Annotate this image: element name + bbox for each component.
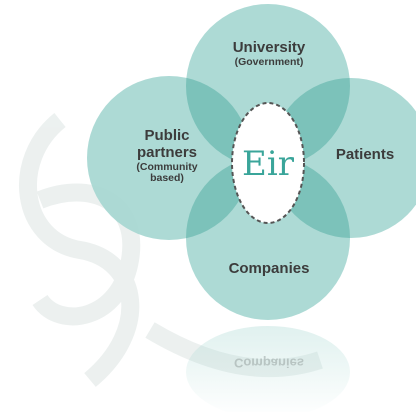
public-subtitle-line1: (Community (136, 160, 198, 173)
patients-title: Patients (335, 146, 395, 163)
overlap-bottom-left (186, 156, 251, 240)
center-ellipse (231, 102, 305, 224)
public-title-line2: partners (136, 143, 198, 161)
companies-label: Companies (205, 260, 333, 278)
eir-logo: Eir (242, 144, 295, 184)
university-title: University (232, 39, 306, 56)
university-label: University (Government) (207, 39, 331, 69)
university-subtitle: (Government) (234, 55, 304, 68)
overlap-bottom-right (271, 156, 350, 238)
patients-label: Patients (330, 146, 400, 164)
public-subtitle-line2: based) (150, 172, 184, 185)
overlap-top-left (186, 76, 251, 168)
companies-reflection-text: Companies (233, 355, 305, 371)
overlap-top-right (271, 78, 350, 168)
companies-title: Companies (228, 260, 310, 277)
public-partners-label: Public partners (Community based) (126, 127, 208, 185)
companies-reflection (186, 326, 350, 412)
public-title-line1: Public (144, 127, 190, 144)
